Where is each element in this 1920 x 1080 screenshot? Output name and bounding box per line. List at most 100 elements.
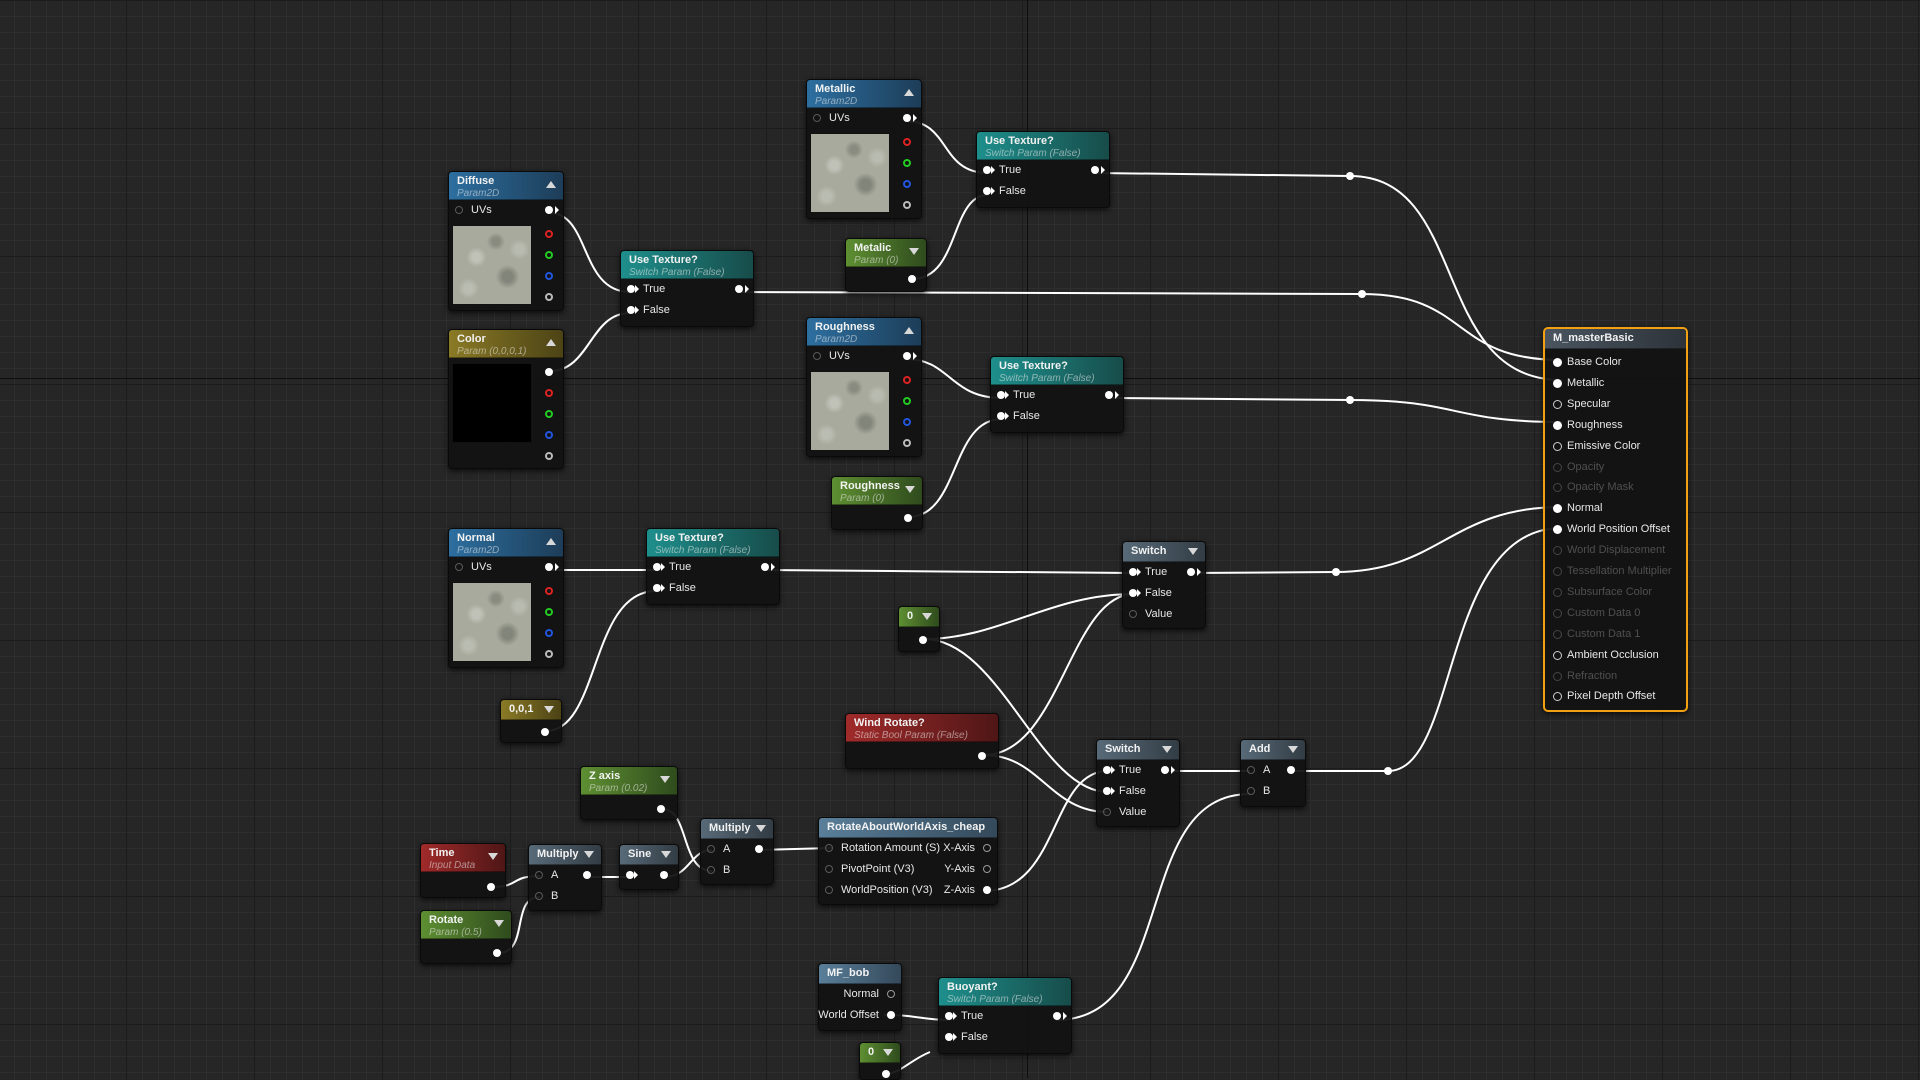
material-input-pin[interactable] bbox=[1553, 441, 1562, 451]
rgb-output-pin[interactable] bbox=[545, 368, 553, 376]
b-input-pin[interactable] bbox=[1247, 787, 1255, 795]
wind-rotate-node[interactable]: Wind Rotate?Static Bool Param (False) bbox=[845, 713, 999, 769]
constant-zero-node[interactable]: 0 bbox=[859, 1042, 901, 1080]
mf-bob-node[interactable]: MF_bob Normal World Offset bbox=[818, 963, 902, 1031]
constant-zero-node[interactable]: 0 bbox=[898, 606, 940, 652]
material-input-row[interactable]: World Position Offset bbox=[1553, 521, 1670, 538]
b-output-pin[interactable] bbox=[545, 272, 553, 280]
output-pin[interactable] bbox=[1053, 1012, 1061, 1020]
output-pin[interactable] bbox=[919, 636, 927, 644]
material-input-pin[interactable] bbox=[1553, 358, 1562, 367]
material-input-row[interactable]: Roughness bbox=[1553, 417, 1623, 434]
expand-icon[interactable] bbox=[922, 613, 932, 620]
use-texture-metallic-node[interactable]: Use Texture?Switch Param (False) True Fa… bbox=[976, 131, 1110, 208]
rgb-output-pin[interactable] bbox=[903, 352, 911, 360]
material-input-pin[interactable] bbox=[1553, 692, 1562, 702]
expand-icon[interactable] bbox=[756, 825, 766, 832]
false-input-pin[interactable] bbox=[997, 412, 1005, 420]
material-input-pin[interactable] bbox=[1553, 399, 1562, 409]
rotate-about-world-axis-node[interactable]: RotateAboutWorldAxis_cheap Rotation Amou… bbox=[818, 817, 998, 905]
output-pin[interactable] bbox=[755, 845, 763, 853]
true-input-pin[interactable] bbox=[945, 1012, 953, 1020]
output-pin[interactable] bbox=[1161, 766, 1169, 774]
false-input-pin[interactable] bbox=[1129, 589, 1137, 597]
false-input-pin[interactable] bbox=[627, 306, 635, 314]
uvs-input-pin[interactable] bbox=[455, 563, 463, 571]
material-input-row[interactable]: Pixel Depth Offset bbox=[1553, 688, 1655, 705]
material-input-pin[interactable] bbox=[1553, 650, 1562, 660]
expand-icon[interactable] bbox=[661, 851, 671, 858]
output-pin[interactable] bbox=[735, 285, 743, 293]
collapse-icon[interactable] bbox=[904, 327, 914, 334]
true-input-pin[interactable] bbox=[653, 563, 661, 571]
expand-icon[interactable] bbox=[544, 706, 554, 713]
true-input-pin[interactable] bbox=[983, 166, 991, 174]
output-pin[interactable] bbox=[882, 1070, 890, 1078]
add-node[interactable]: Add A B bbox=[1240, 739, 1306, 807]
reroute-node[interactable] bbox=[1358, 290, 1366, 298]
x-axis-output-pin[interactable] bbox=[983, 844, 991, 852]
expand-icon[interactable] bbox=[494, 920, 504, 927]
a-input-pin[interactable] bbox=[535, 871, 543, 879]
b-output-pin[interactable] bbox=[545, 431, 553, 439]
material-input-row[interactable]: Metallic bbox=[1553, 375, 1604, 392]
material-input-pin[interactable] bbox=[1553, 420, 1562, 430]
expand-icon[interactable] bbox=[1188, 548, 1198, 555]
g-output-pin[interactable] bbox=[545, 410, 553, 418]
output-pin[interactable] bbox=[1091, 166, 1099, 174]
y-axis-output-pin[interactable] bbox=[983, 865, 991, 873]
a-output-pin[interactable] bbox=[545, 293, 553, 301]
reroute-node[interactable] bbox=[1332, 568, 1340, 576]
material-input-row[interactable]: Specular bbox=[1553, 396, 1610, 413]
output-pin[interactable] bbox=[660, 871, 668, 879]
g-output-pin[interactable] bbox=[903, 397, 911, 405]
material-input-pin[interactable] bbox=[1553, 525, 1562, 535]
b-output-pin[interactable] bbox=[903, 418, 911, 426]
material-input-pin[interactable] bbox=[1553, 671, 1562, 681]
a-output-pin[interactable] bbox=[903, 201, 911, 209]
output-pin[interactable] bbox=[583, 871, 591, 879]
output-pin[interactable] bbox=[978, 752, 986, 760]
material-input-pin[interactable] bbox=[1553, 587, 1562, 597]
use-texture-diffuse-node[interactable]: Use Texture?Switch Param (False) True Fa… bbox=[620, 250, 754, 327]
g-output-pin[interactable] bbox=[545, 251, 553, 259]
material-input-row[interactable]: Emissive Color bbox=[1553, 438, 1640, 455]
rgb-output-pin[interactable] bbox=[903, 114, 911, 122]
collapse-icon[interactable] bbox=[904, 89, 914, 96]
material-input-pin[interactable] bbox=[1553, 462, 1562, 472]
world-offset-output-pin[interactable] bbox=[887, 1011, 895, 1019]
r-output-pin[interactable] bbox=[545, 389, 553, 397]
r-output-pin[interactable] bbox=[545, 587, 553, 595]
output-pin[interactable] bbox=[1105, 391, 1113, 399]
use-texture-normal-node[interactable]: Use Texture?Switch Param (False) True Fa… bbox=[646, 528, 780, 605]
a-output-pin[interactable] bbox=[545, 452, 553, 460]
material-input-pin[interactable] bbox=[1553, 567, 1562, 576]
z-axis-output-pin[interactable] bbox=[983, 886, 991, 894]
expand-icon[interactable] bbox=[883, 1049, 893, 1056]
r-output-pin[interactable] bbox=[903, 138, 911, 146]
output-pin[interactable] bbox=[493, 949, 501, 957]
use-texture-roughness-node[interactable]: Use Texture?Switch Param (False) True Fa… bbox=[990, 356, 1124, 433]
expand-icon[interactable] bbox=[584, 851, 594, 858]
a-input-pin[interactable] bbox=[1247, 766, 1255, 774]
collapse-icon[interactable] bbox=[546, 339, 556, 346]
a-output-pin[interactable] bbox=[545, 650, 553, 658]
world-position-pin[interactable] bbox=[825, 886, 833, 894]
a-output-pin[interactable] bbox=[903, 439, 911, 447]
uvs-input-pin[interactable] bbox=[813, 352, 821, 360]
reroute-node[interactable] bbox=[1346, 396, 1354, 404]
b-output-pin[interactable] bbox=[545, 629, 553, 637]
false-input-pin[interactable] bbox=[945, 1033, 953, 1041]
output-pin[interactable] bbox=[1287, 766, 1295, 774]
expand-icon[interactable] bbox=[905, 486, 915, 493]
output-pin[interactable] bbox=[904, 514, 912, 522]
material-input-row[interactable]: Normal bbox=[1553, 500, 1602, 517]
constant-001-node[interactable]: 0,0,1 bbox=[500, 699, 562, 743]
